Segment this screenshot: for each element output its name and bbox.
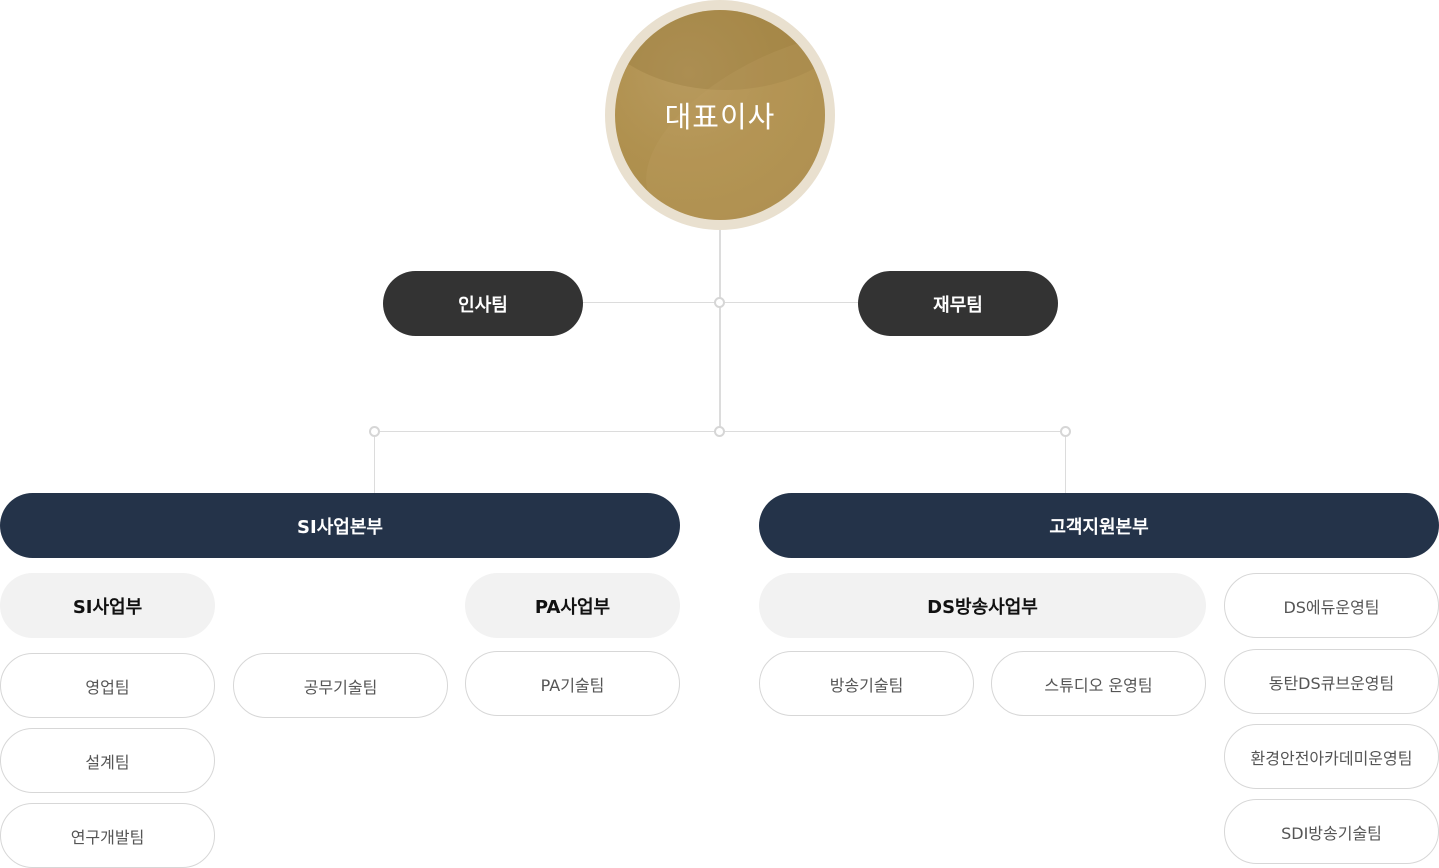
pa-tech-team-node: PA기술팀	[465, 651, 680, 716]
hr-team-node: 인사팀	[383, 271, 583, 336]
connector-node-si	[369, 426, 380, 437]
edu-team-node: DS에듀운영팀	[1224, 573, 1439, 638]
connector-node-center	[714, 426, 725, 437]
sales-team-node: 영업팀	[0, 653, 215, 718]
rnd-team-node: 연구개발팀	[0, 803, 215, 868]
env-academy-team-node: 환경안전아카데미운영팀	[1224, 724, 1439, 789]
ds-dept-node: DS방송사업부	[759, 573, 1206, 638]
construction-team-node: 공무기술팀	[233, 653, 448, 718]
pa-dept-node: PA사업부	[465, 573, 680, 638]
ceo-label: 대표이사	[664, 100, 776, 134]
cs-division-node: 고객지원본부	[759, 493, 1439, 558]
studio-team-node: 스튜디오 운영팀	[991, 651, 1206, 716]
finance-team-node: 재무팀	[858, 271, 1058, 336]
connector-node-cs	[1060, 426, 1071, 437]
broadcast-tech-team-node: 방송기술팀	[759, 651, 974, 716]
sdi-tech-team-node: SDI방송기술팀	[1224, 799, 1439, 864]
connector-si-vertical	[374, 432, 375, 494]
connector-ceo-vertical	[719, 225, 721, 433]
ceo-circle: 대표이사	[615, 10, 825, 220]
dongtan-team-node: 동탄DS큐브운영팀	[1224, 649, 1439, 714]
design-team-node: 설계팀	[0, 728, 215, 793]
connector-cs-vertical	[1065, 432, 1066, 494]
ceo-node: 대표이사	[605, 0, 835, 230]
si-division-node: SI사업본부	[0, 493, 680, 558]
connector-node-staff	[714, 297, 725, 308]
si-dept-node: SI사업부	[0, 573, 215, 638]
